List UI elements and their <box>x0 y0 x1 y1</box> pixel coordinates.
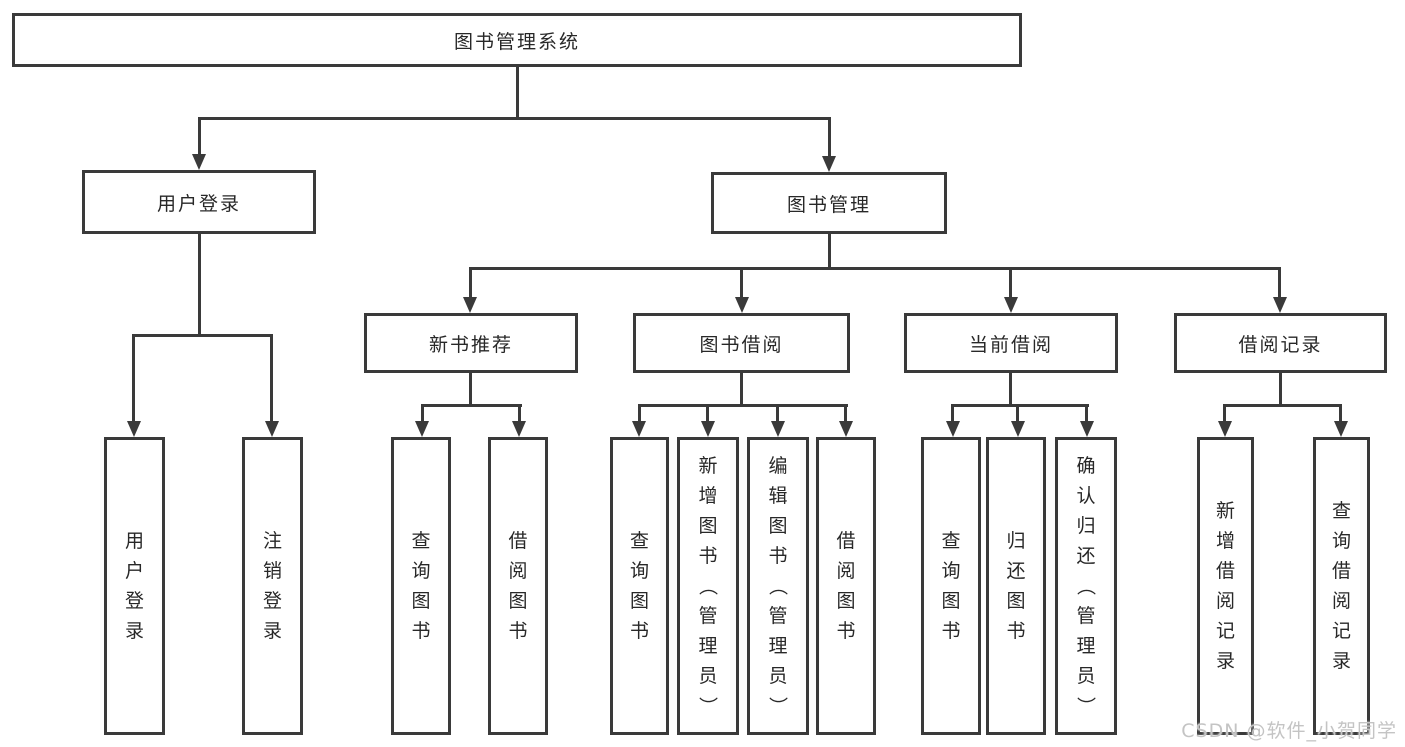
leaf-query-books-recommend: 查询图书 <box>391 437 451 735</box>
arrow-down-icon <box>701 421 715 437</box>
leaf-query-books-recommend-label: 查询图书 <box>411 530 431 642</box>
node-current-borrowing-label: 当前借阅 <box>968 333 1053 356</box>
node-borrowing-records-label: 借阅记录 <box>1238 333 1323 356</box>
arrow-down-icon <box>771 421 785 437</box>
connector-line <box>828 118 831 158</box>
leaf-query-borrow-record: 查询借阅记录 <box>1313 437 1370 735</box>
leaf-query-books-current-label: 查询图书 <box>941 530 961 642</box>
leaf-borrow-books-label: 借阅图书 <box>836 530 856 642</box>
arrow-down-icon <box>1218 421 1232 437</box>
connector-line <box>1223 404 1226 423</box>
leaf-logout: 注销登录 <box>242 437 303 735</box>
csdn-watermark: CSDN @软件_小贺同学 <box>1181 720 1397 742</box>
leaf-logout-label: 注销登录 <box>262 530 282 642</box>
connector-line <box>1009 267 1012 299</box>
arrow-down-icon <box>192 154 206 170</box>
leaf-add-books-admin: 新增图书（管理员） <box>677 437 739 735</box>
leaf-borrow-books-recommend: 借阅图书 <box>488 437 548 735</box>
arrow-down-icon <box>1273 297 1287 313</box>
connector-line <box>776 404 779 423</box>
connector-line <box>1223 404 1342 407</box>
connector-line <box>421 404 424 423</box>
connector-line <box>844 404 847 423</box>
connector-line <box>270 334 273 421</box>
node-book-borrowing: 图书借阅 <box>633 313 850 373</box>
node-current-borrowing: 当前借阅 <box>904 313 1118 373</box>
connector-line <box>198 234 201 337</box>
leaf-user-login: 用户登录 <box>104 437 165 735</box>
arrow-down-icon <box>415 421 429 437</box>
leaf-confirm-return-admin: 确认归还（管理员） <box>1055 437 1117 735</box>
node-root-system: 图书管理系统 <box>12 13 1022 67</box>
connector-line <box>638 404 848 407</box>
arrow-down-icon <box>1334 421 1348 437</box>
node-new-book-recommend: 新书推荐 <box>364 313 578 373</box>
connector-line <box>421 404 522 407</box>
connector-line <box>132 334 273 337</box>
node-book-borrowing-label: 图书借阅 <box>699 333 784 356</box>
leaf-edit-books-admin: 编辑图书（管理员） <box>747 437 809 735</box>
connector-line <box>740 373 743 406</box>
arrow-down-icon <box>946 421 960 437</box>
arrow-down-icon <box>735 297 749 313</box>
connector-line <box>951 404 954 423</box>
node-root-system-label: 图书管理系统 <box>453 30 580 53</box>
leaf-return-books-label: 归还图书 <box>1006 530 1026 642</box>
leaf-borrow-books: 借阅图书 <box>816 437 876 735</box>
leaf-add-borrow-record: 新增借阅记录 <box>1197 437 1254 735</box>
arrow-down-icon <box>632 421 646 437</box>
leaf-user-login-label: 用户登录 <box>124 530 144 642</box>
connector-line <box>1339 404 1342 423</box>
arrow-down-icon <box>463 297 477 313</box>
connector-line <box>518 404 521 423</box>
arrow-down-icon <box>1004 297 1018 313</box>
connector-line <box>469 267 1281 270</box>
leaf-edit-books-admin-label: 编辑图书（管理员） <box>766 455 789 716</box>
connector-line <box>198 117 831 120</box>
arrow-down-icon <box>839 421 853 437</box>
connector-line <box>198 118 201 156</box>
leaf-borrow-books-recommend-label: 借阅图书 <box>508 530 528 642</box>
leaf-query-books-current: 查询图书 <box>921 437 981 735</box>
arrow-down-icon <box>1080 421 1094 437</box>
node-borrowing-records: 借阅记录 <box>1174 313 1387 373</box>
connector-line <box>132 334 135 421</box>
arrow-down-icon <box>512 421 526 437</box>
connector-line <box>469 267 472 299</box>
connector-line <box>1279 373 1282 406</box>
arrow-down-icon <box>127 421 141 437</box>
leaf-add-borrow-record-label: 新增借阅记录 <box>1215 500 1235 672</box>
node-book-management: 图书管理 <box>711 172 947 234</box>
arrow-down-icon <box>1011 421 1025 437</box>
node-new-book-recommend-label: 新书推荐 <box>428 333 513 356</box>
connector-line <box>740 267 743 299</box>
node-user-login: 用户登录 <box>82 170 316 234</box>
leaf-confirm-return-admin-label: 确认归还（管理员） <box>1074 455 1097 716</box>
arrow-down-icon <box>822 156 836 172</box>
connector-line <box>706 404 709 423</box>
leaf-add-books-admin-label: 新增图书（管理员） <box>696 455 719 716</box>
arrow-down-icon <box>265 421 279 437</box>
leaf-query-borrow-record-label: 查询借阅记录 <box>1331 500 1351 672</box>
leaf-query-books-borrowing: 查询图书 <box>610 437 669 735</box>
connector-line <box>1085 404 1088 423</box>
connector-line <box>828 234 831 270</box>
connector-line <box>469 373 472 406</box>
connector-line <box>1016 404 1019 423</box>
leaf-return-books: 归还图书 <box>986 437 1046 735</box>
connector-line <box>638 404 641 423</box>
connector-line <box>516 67 519 120</box>
leaf-query-books-borrowing-label: 查询图书 <box>629 530 649 642</box>
node-user-login-label: 用户登录 <box>156 192 241 215</box>
connector-line <box>951 404 1089 407</box>
node-book-management-label: 图书管理 <box>786 193 871 216</box>
connector-line <box>1278 267 1281 299</box>
connector-line <box>1009 373 1012 406</box>
